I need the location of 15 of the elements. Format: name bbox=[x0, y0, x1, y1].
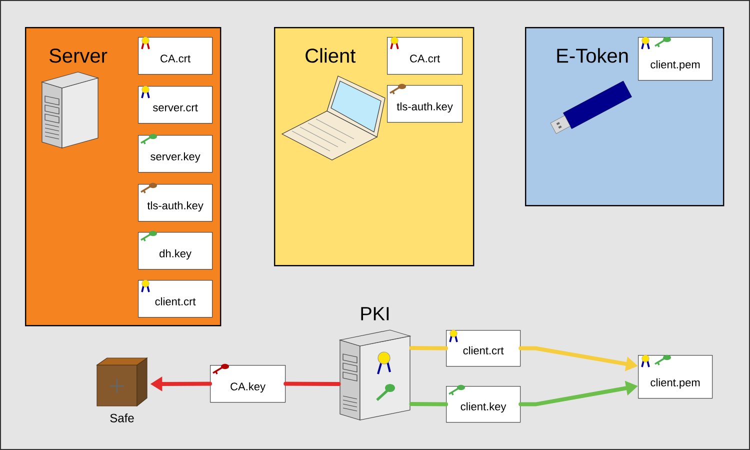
file-card: client.key bbox=[446, 386, 521, 423]
file-card: CA.key bbox=[210, 365, 286, 403]
safe-label: Safe bbox=[110, 414, 134, 422]
file-card: dh.key bbox=[138, 232, 213, 270]
server-label: PKI bbox=[361, 307, 389, 320]
file-card: server.key bbox=[138, 135, 213, 173]
file-card: client.crt bbox=[446, 330, 521, 367]
file-card: CA.crt bbox=[387, 37, 463, 75]
file-card: tls-auth.key bbox=[387, 85, 463, 123]
file-card: CA.crt bbox=[138, 37, 213, 75]
file-card: client.pem bbox=[638, 355, 713, 399]
file-card: client.pem bbox=[638, 37, 713, 81]
file-card: tls-auth.key bbox=[138, 184, 213, 222]
file-card: server.crt bbox=[138, 86, 213, 124]
file-card: client.crt bbox=[138, 280, 213, 318]
